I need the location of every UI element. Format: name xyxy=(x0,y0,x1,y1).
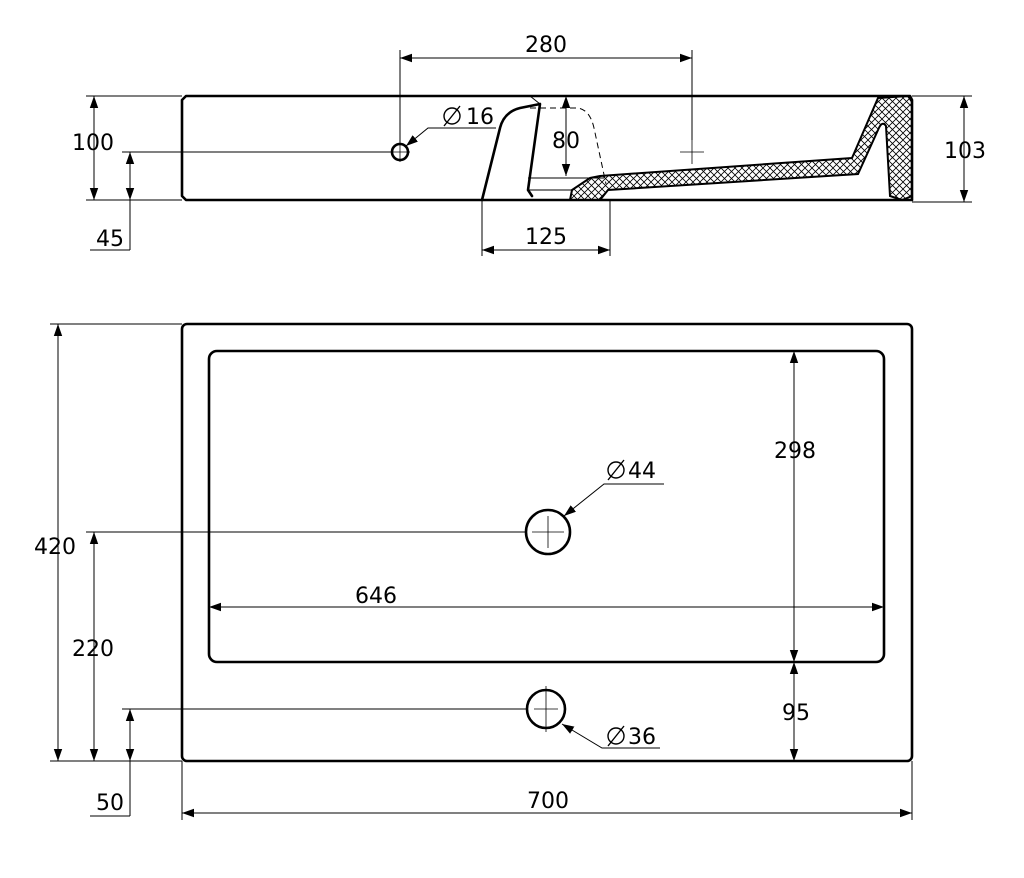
dim-44: 44 xyxy=(628,459,656,484)
top-view xyxy=(180,322,914,763)
side-section-hatch xyxy=(568,94,913,202)
dim-16: 16 xyxy=(466,105,494,130)
dim-125: 125 xyxy=(525,225,567,250)
dim-280: 280 xyxy=(525,33,567,58)
dim-100: 100 xyxy=(72,131,114,156)
dim-298: 298 xyxy=(774,439,816,464)
side-view xyxy=(180,94,914,202)
dim-420: 420 xyxy=(34,535,76,560)
dim-103: 103 xyxy=(944,139,986,164)
dim-646: 646 xyxy=(355,584,397,609)
side-dimensions: 280 16 100 45 80 125 103 xyxy=(72,33,986,256)
dim-36: 36 xyxy=(628,725,656,750)
top-outer-outline xyxy=(180,322,914,763)
dim-700: 700 xyxy=(527,789,569,814)
side-body-outline xyxy=(180,94,914,202)
dim-80: 80 xyxy=(552,129,580,154)
side-basin-wall xyxy=(480,102,542,202)
dim-95: 95 xyxy=(782,701,810,726)
dim-45: 45 xyxy=(96,227,124,252)
side-hidden-edge xyxy=(530,107,607,185)
dim-50: 50 xyxy=(96,791,124,816)
top-dimensions: 420 220 50 298 95 646 44 36 70 xyxy=(34,323,913,820)
dim-220: 220 xyxy=(72,637,114,662)
top-basin-outline xyxy=(207,349,886,664)
